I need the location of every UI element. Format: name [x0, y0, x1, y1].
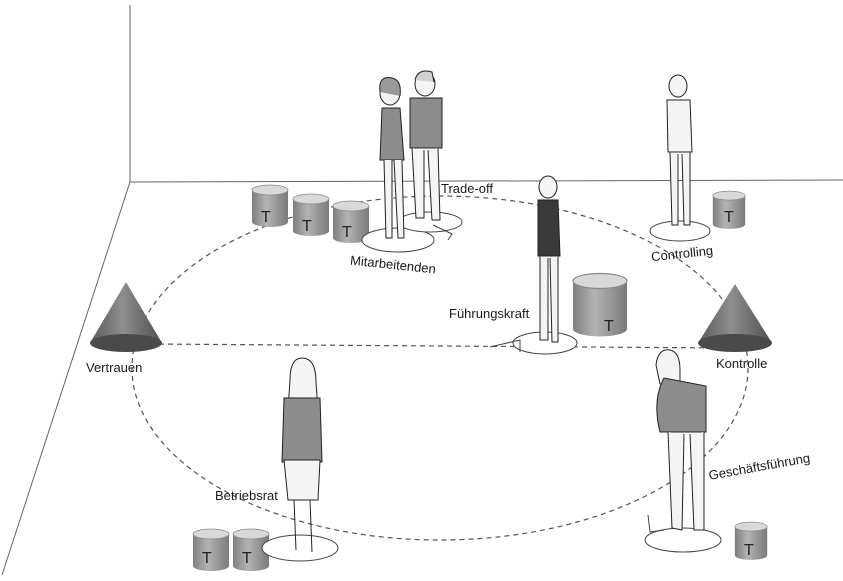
- vertrauen-cone-icon: [90, 282, 162, 352]
- person-fuehrungskraft-icon: [538, 176, 560, 342]
- floor-circles: [262, 212, 721, 561]
- token-letter: T: [342, 224, 352, 241]
- token-letter: T: [242, 550, 252, 567]
- label-fuehrungskraft: Führungskraft: [449, 306, 529, 321]
- label-trade-off: Trade-off: [441, 181, 493, 196]
- token-letter: T: [724, 209, 734, 226]
- token-letter: T: [261, 209, 271, 226]
- person-mitarbeiterin-icon: [380, 78, 404, 238]
- person-mitarbeiter-icon: [410, 71, 442, 220]
- label-betriebsrat: Betriebsrat: [215, 488, 278, 503]
- person-betriebsrat-icon: [282, 358, 322, 552]
- token-letter: T: [302, 218, 312, 235]
- kontrolle-cone-icon: [698, 284, 772, 352]
- token-letter: T: [604, 318, 614, 335]
- trade-off-axis: [150, 344, 730, 348]
- token-letter: T: [744, 542, 754, 559]
- label-vertrauen: Vertrauen: [86, 360, 142, 375]
- person-controlling-icon: [667, 75, 692, 225]
- token-letter: T: [202, 550, 212, 567]
- label-kontrolle: Kontrolle: [716, 356, 767, 371]
- token-fuehrungskraft: [573, 274, 627, 337]
- person-geschaeftsfuehrung-icon: [656, 350, 706, 530]
